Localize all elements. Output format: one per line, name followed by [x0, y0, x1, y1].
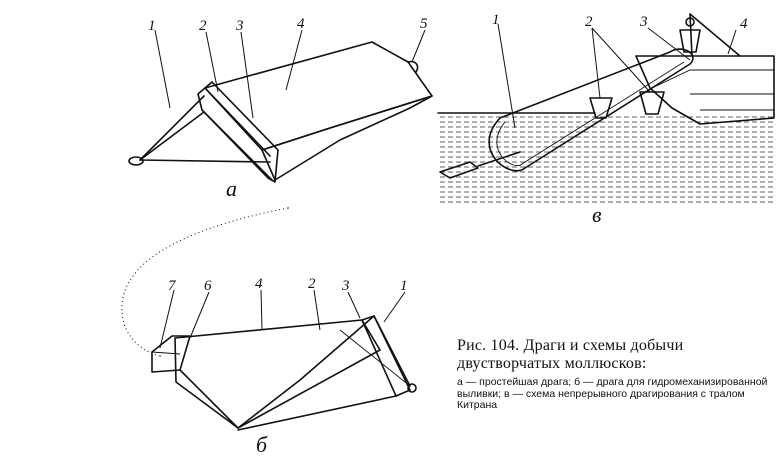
panel-b-dredge: 7 6 4 2 3 1 б	[119, 206, 417, 457]
panel-v-label-3: 3	[639, 14, 648, 30]
panel-b-label-1: 1	[400, 278, 408, 294]
panel-a-label-2: 2	[199, 18, 207, 34]
panel-b-pump-box	[151, 335, 191, 373]
panel-v-label-1: 1	[492, 12, 500, 28]
panel-v-trawl-loop	[488, 48, 694, 172]
panel-a-net-top	[204, 41, 433, 151]
panel-a-tow-ring	[128, 156, 144, 166]
panel-b-label-7: 7	[168, 278, 177, 294]
panel-b-letter: б	[256, 432, 268, 457]
panel-b-frame	[361, 315, 411, 397]
panel-a-label-5: 5	[420, 16, 428, 32]
panel-v-vessel	[635, 55, 775, 125]
panel-v-dredge-1	[589, 97, 613, 119]
panel-a-letter: а	[226, 176, 237, 201]
panel-b-label-3: 3	[341, 278, 350, 294]
panel-a-dredge: 1 2 3 4 5 а	[128, 16, 433, 201]
panel-a-label-4: 4	[297, 16, 305, 32]
panel-a-bridle	[139, 95, 271, 163]
panel-v-label-2: 2	[585, 14, 593, 30]
caption-title: Рис. 104. Драги и схемы добычи двустворч…	[457, 337, 684, 372]
panel-b-net	[174, 319, 381, 429]
panel-v-water	[438, 113, 774, 203]
panel-a-label-1: 1	[148, 18, 156, 34]
panel-a-net-side	[261, 95, 433, 181]
caption-description: а — простейшая драга; б — драга для гидр…	[457, 376, 768, 411]
panel-v-label-4: 4	[740, 16, 748, 32]
panel-a-frame	[197, 81, 279, 183]
panel-b-label-4: 4	[255, 276, 263, 292]
panel-b-label-6: 6	[204, 278, 212, 294]
panel-b-label-2: 2	[308, 276, 316, 292]
panel-v-dredge-3	[439, 161, 479, 179]
panel-v-letter: в	[592, 202, 602, 227]
panel-v-scheme: 1 2 3 4 в	[437, 12, 775, 227]
panel-v-dredge-2	[639, 91, 665, 115]
panel-v-crane	[689, 13, 741, 57]
figure-caption: Рис. 104. Драги и схемы добычи двустворч…	[457, 337, 777, 412]
panel-a-label-3: 3	[235, 18, 244, 34]
panel-b-tow-ring	[407, 383, 417, 393]
